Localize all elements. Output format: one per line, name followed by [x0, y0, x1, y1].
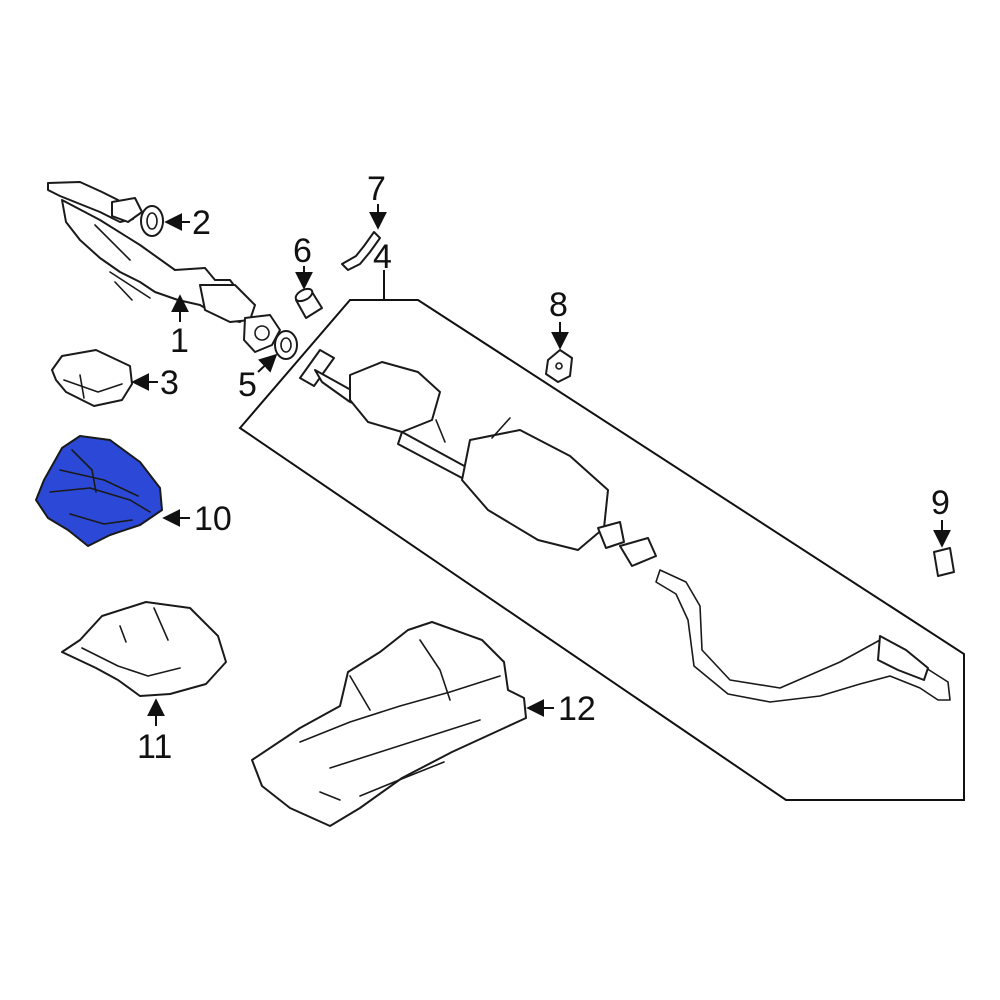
callout-12: 12: [558, 690, 596, 728]
part-10-heat-shield[interactable]: [35, 435, 163, 547]
callout-5: 5: [238, 366, 257, 404]
callout-9: 9: [931, 484, 950, 522]
part-3-heat-shield[interactable]: [51, 349, 133, 407]
part-12-floor-heat-shield[interactable]: [251, 621, 527, 827]
part-6-sleeve[interactable]: [294, 286, 323, 319]
callout-leaders: [131, 204, 951, 726]
callout-2: 2: [192, 204, 211, 242]
callout-1: 1: [170, 322, 189, 360]
part-7-oxygen-sensor[interactable]: [341, 231, 381, 271]
part-1-front-pipe[interactable]: [47, 181, 281, 353]
callout-labels: 1 2 3 4 5 6 7 8 9 10 11 12: [137, 170, 950, 766]
part-11-heat-shield[interactable]: [61, 601, 227, 697]
callout-11: 11: [137, 728, 172, 766]
callout-6: 6: [293, 232, 312, 270]
part-5-gasket[interactable]: [274, 330, 298, 360]
callout-8: 8: [549, 286, 568, 324]
assembly-bracket-4: [238, 299, 965, 801]
part-4-muffler-assembly[interactable]: [299, 349, 951, 703]
callout-7: 7: [367, 170, 386, 208]
callout-3: 3: [160, 364, 179, 402]
part-8-hanger[interactable]: [545, 349, 573, 383]
callout-10: 10: [194, 500, 232, 538]
part-2-gasket[interactable]: [140, 205, 164, 237]
callout-4: 4: [373, 238, 392, 276]
part-9-clip[interactable]: [933, 547, 955, 577]
